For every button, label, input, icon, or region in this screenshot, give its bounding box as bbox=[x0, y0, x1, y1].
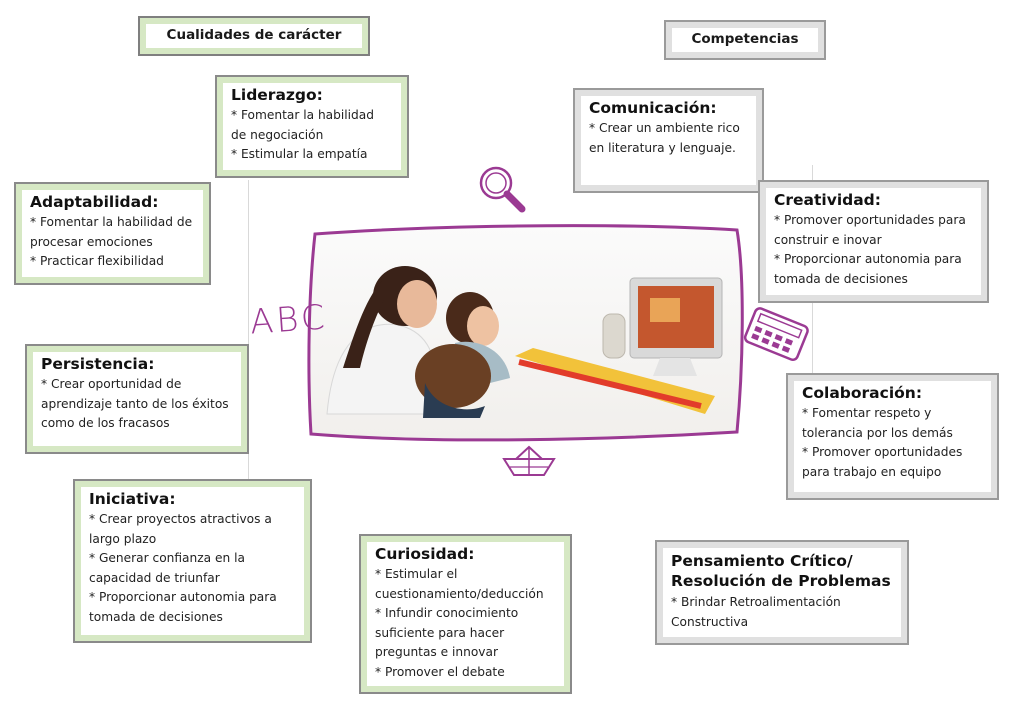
card-adaptabilidad-line-2: * Practicar flexibilidad bbox=[30, 254, 164, 268]
card-iniciativa-line-1: * Crear proyectos atractivos a largo pla… bbox=[89, 512, 272, 546]
card-liderazgo-line-1: * Fomentar la habilidad de negociación bbox=[231, 108, 374, 142]
card-curiosidad: Curiosidad: * Estimular el cuestionamien… bbox=[359, 534, 572, 694]
card-comunicacion-title: Comunicación: bbox=[589, 99, 717, 117]
card-pensamiento-critico: Pensamiento Crítico/ Resolución de Probl… bbox=[655, 540, 909, 645]
card-pensamiento-title: Pensamiento Crítico/ Resolución de Probl… bbox=[671, 552, 891, 590]
card-creatividad: Creatividad: * Promover oportunidades pa… bbox=[758, 180, 989, 303]
card-curiosidad-line-1: * Estimular el cuestionamiento/deducción bbox=[375, 567, 544, 601]
card-iniciativa-line-2: * Generar confianza en la capacidad de t… bbox=[89, 551, 245, 585]
header-cualidades: Cualidades de carácter bbox=[138, 16, 370, 56]
header-cualidades-label: Cualidades de carácter bbox=[166, 27, 342, 43]
card-comunicacion-line-1: * Crear un ambiente rico en literatura y… bbox=[589, 121, 740, 155]
card-colaboracion: Colaboración: * Fomentar respeto y toler… bbox=[786, 373, 999, 500]
card-liderazgo-title: Liderazgo: bbox=[231, 86, 323, 104]
card-iniciativa: Iniciativa: * Crear proyectos atractivos… bbox=[73, 479, 312, 643]
card-colaboracion-line-2: * Promover oportunidades para trabajo en… bbox=[802, 445, 963, 479]
card-liderazgo-line-2: * Estimular la empatía bbox=[231, 147, 368, 161]
card-adaptabilidad: Adaptabilidad: * Fomentar la habilidad d… bbox=[14, 182, 211, 285]
paper-boat-icon bbox=[502, 445, 556, 476]
classroom-photo bbox=[307, 224, 744, 442]
card-colaboracion-line-1: * Fomentar respeto y tolerancia por los … bbox=[802, 406, 953, 440]
calculator-icon bbox=[743, 307, 809, 361]
card-curiosidad-line-3: * Promover el debate bbox=[375, 664, 505, 679]
card-persistencia-line-1: * Crear oportunidad de aprendizaje tanto… bbox=[41, 377, 229, 430]
card-curiosidad-line-2: * Infundir conocimiento suficiente para … bbox=[375, 606, 519, 659]
header-competencias: Competencias bbox=[664, 20, 826, 60]
card-colaboracion-title: Colaboración: bbox=[802, 384, 923, 402]
card-creatividad-title: Creatividad: bbox=[774, 191, 881, 209]
card-persistencia-title: Persistencia: bbox=[41, 355, 155, 373]
card-iniciativa-title: Iniciativa: bbox=[89, 490, 176, 508]
abc-doodle: ABC bbox=[248, 297, 329, 343]
card-creatividad-line-1: * Promover oportunidades para construir … bbox=[774, 213, 966, 247]
card-creatividad-line-2: * Proporcionar autonomia para tomada de … bbox=[774, 252, 962, 286]
card-iniciativa-line-3: * Proporcionar autonomia para tomada de … bbox=[89, 590, 277, 624]
header-competencias-label: Competencias bbox=[691, 31, 799, 47]
card-adaptabilidad-title: Adaptabilidad: bbox=[30, 193, 159, 211]
card-persistencia: Persistencia: * Crear oportunidad de apr… bbox=[25, 344, 249, 454]
card-adaptabilidad-line-1: * Fomentar la habilidad de procesar emoc… bbox=[30, 215, 193, 249]
magnifier-icon bbox=[479, 166, 526, 213]
card-comunicacion: Comunicación: * Crear un ambiente rico e… bbox=[573, 88, 764, 193]
card-liderazgo: Liderazgo: * Fomentar la habilidad de ne… bbox=[215, 75, 409, 178]
card-pensamiento-line-1: * Brindar Retroalimentación Constructiva bbox=[671, 595, 841, 629]
card-curiosidad-title: Curiosidad: bbox=[375, 545, 475, 563]
